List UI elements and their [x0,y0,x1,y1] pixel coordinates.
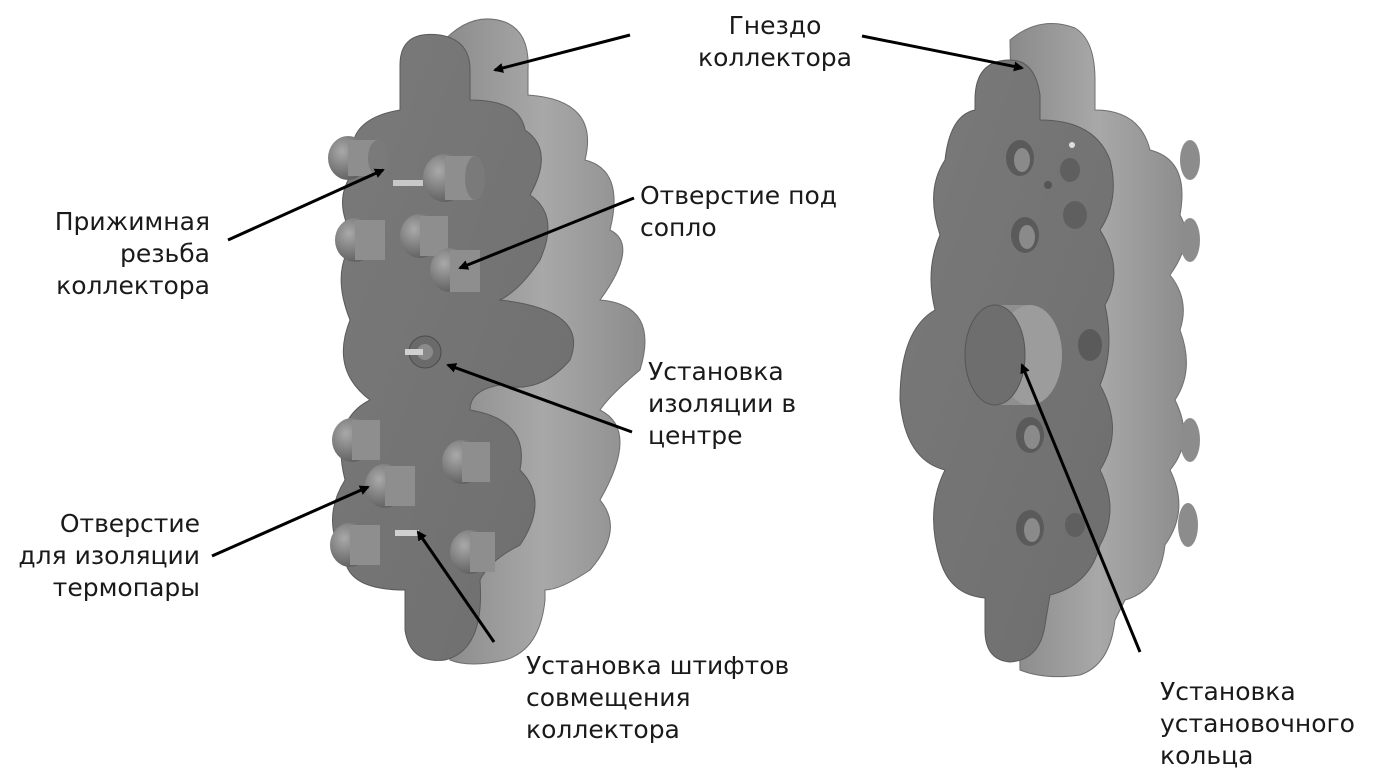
label-rezba: Прижимная резьба коллектора [20,206,210,302]
label-gnezdo-line2: коллектора [698,43,852,72]
label-shtifty-line2: совмещения [526,683,691,712]
label-rezba-line1: Прижимная [54,207,210,236]
label-kolco-line1: Установка [1160,677,1296,706]
label-soplo-line2: сопло [640,213,717,242]
label-izolyaciya-centr-line3: центре [648,421,743,450]
label-izolyaciya-centr-line1: Установка [648,357,784,386]
label-kolco-line3: кольца [1160,741,1254,770]
center-boss [405,335,442,369]
label-shtifty-line1: Установка штифтов [526,651,790,680]
arrow-izolyaciya-centr [446,363,633,434]
boss-group-bottom [330,418,495,574]
arrow-rezba [227,168,385,242]
label-kolco: Установка установочного кольца [1160,676,1360,772]
arrow-termopara [211,485,370,558]
arrow-shtifty [416,530,496,643]
label-rezba-line3: коллектора [56,271,210,300]
manifold-front-view [328,18,646,665]
label-gnezdo: Гнездо коллектора [690,10,860,74]
back-holes [1006,140,1102,546]
manifold-back-view [899,23,1200,678]
label-soplo: Отверстие под сопло [640,180,860,244]
label-shtifty-line3: коллектора [526,715,680,744]
arrow-soplo [458,196,635,270]
label-soplo-line1: Отверстие под [640,181,838,210]
back-side-bumps [1178,140,1200,547]
label-termopara-line1: Отверстие [59,509,200,538]
label-gnezdo-line1: Гнездо [728,11,822,40]
label-termopara-line3: термопары [52,573,200,602]
locating-ring [964,304,1062,406]
leader-arrows [211,33,1142,653]
arrow-kolco [1020,363,1142,653]
arrow-gnezdo-left [493,33,631,73]
label-shtifty: Установка штифтов совмещения коллектора [526,650,826,746]
label-izolyaciya-centr: Установка изоляции в центре [648,356,828,452]
label-rezba-line2: резьба [119,239,210,268]
label-termopara: Отверстие для изоляции термопары [10,508,200,604]
label-termopara-line2: для изоляции [18,541,200,570]
arrow-gnezdo-right [861,34,1024,72]
boss-group-top [328,136,485,292]
label-kolco-line2: установочного [1160,709,1355,738]
label-izolyaciya-centr-line2: изоляции в [648,389,797,418]
